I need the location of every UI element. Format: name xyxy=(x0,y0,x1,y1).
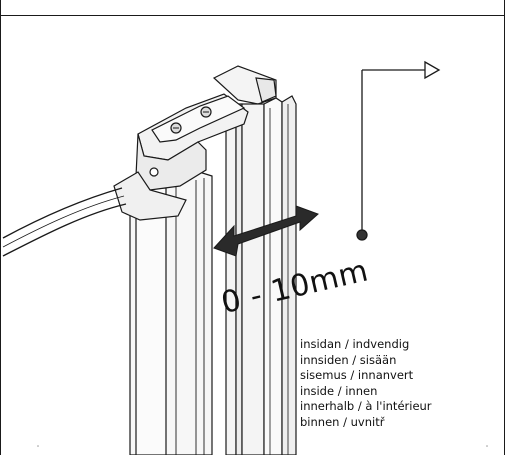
direction-label: inside / innen xyxy=(300,383,378,398)
hinge-arm xyxy=(113,171,187,221)
direction-label: binnen / uvnitř xyxy=(300,414,385,429)
profile-channel-mid xyxy=(235,103,243,455)
inside-direction-labels: insidan / indvendig innsiden / sisään si… xyxy=(300,337,432,430)
profile-outer-fin xyxy=(281,95,297,455)
door-profile xyxy=(129,165,213,455)
direction-label: sisemus / innanvert xyxy=(300,368,414,382)
profile-back-lip xyxy=(255,77,277,103)
wall-profile xyxy=(212,65,297,455)
profile-channel-left xyxy=(225,103,237,455)
door-rod xyxy=(2,187,127,257)
direction-label: insidan / indvendig xyxy=(300,337,410,351)
direction-label: innerhalb / à l'intérieur xyxy=(300,399,432,413)
hinge-pin-icon xyxy=(149,167,159,177)
adjustment-arrow-icon xyxy=(213,205,319,257)
corner-ticks xyxy=(37,445,488,447)
header-rule xyxy=(0,15,505,16)
hinge-bracket xyxy=(113,93,249,221)
direction-label: innsiden / sisään xyxy=(300,352,397,367)
door-profile-face xyxy=(135,187,167,455)
inside-direction-arrow-icon xyxy=(356,60,441,241)
inside-marker-dot xyxy=(356,229,368,241)
